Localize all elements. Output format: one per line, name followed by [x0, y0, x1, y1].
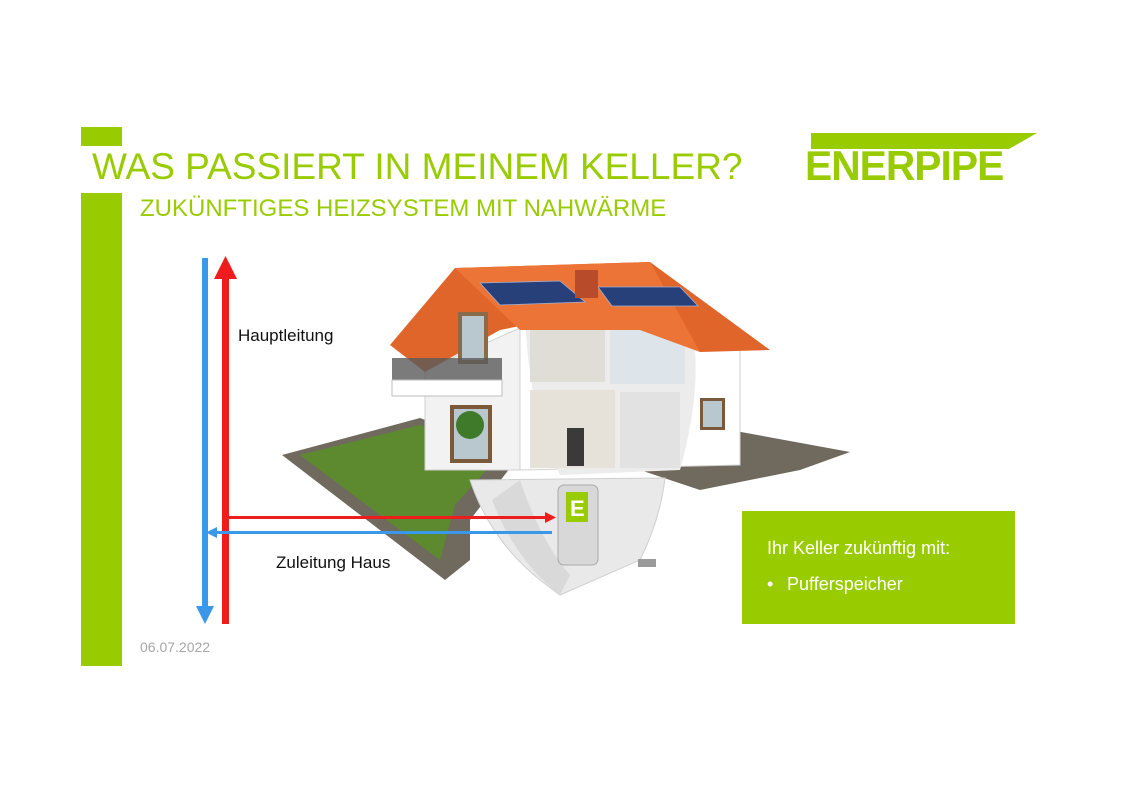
- slide-subtitle: ZUKÜNFTIGES HEIZSYSTEM MIT NAHWÄRME: [140, 195, 667, 222]
- info-box-list: Pufferspeicher: [767, 575, 1015, 593]
- house-cutaway-illustration: E: [282, 262, 850, 596]
- buffer-tank-icon: E: [557, 484, 599, 566]
- enerpipe-logo: ENERPIPE: [805, 131, 1040, 191]
- house-return-line: [206, 527, 552, 538]
- list-item: Pufferspeicher: [767, 575, 1015, 593]
- info-box: Ihr Keller zukünftig mit: Pufferspeicher: [742, 511, 1015, 624]
- slide-date: 06.07.2022: [140, 639, 211, 655]
- accent-bar-left: [81, 193, 122, 666]
- logo-wordmark: ENERPIPE: [805, 142, 1004, 189]
- accent-bar-top: [81, 127, 122, 146]
- svg-text:E: E: [570, 496, 585, 521]
- logo-roof-icon: [811, 133, 1037, 149]
- slide-title: WAS PASSIERT IN MEINEM KELLER?: [92, 146, 743, 187]
- main-supply-line: [214, 256, 237, 624]
- main-line-label: Hauptleitung: [238, 326, 334, 345]
- main-return-line: [196, 258, 214, 624]
- house-feed-label: Zuleitung Haus: [276, 553, 391, 572]
- house-supply-line: [229, 512, 556, 523]
- info-box-heading: Ihr Keller zukünftig mit:: [767, 538, 951, 558]
